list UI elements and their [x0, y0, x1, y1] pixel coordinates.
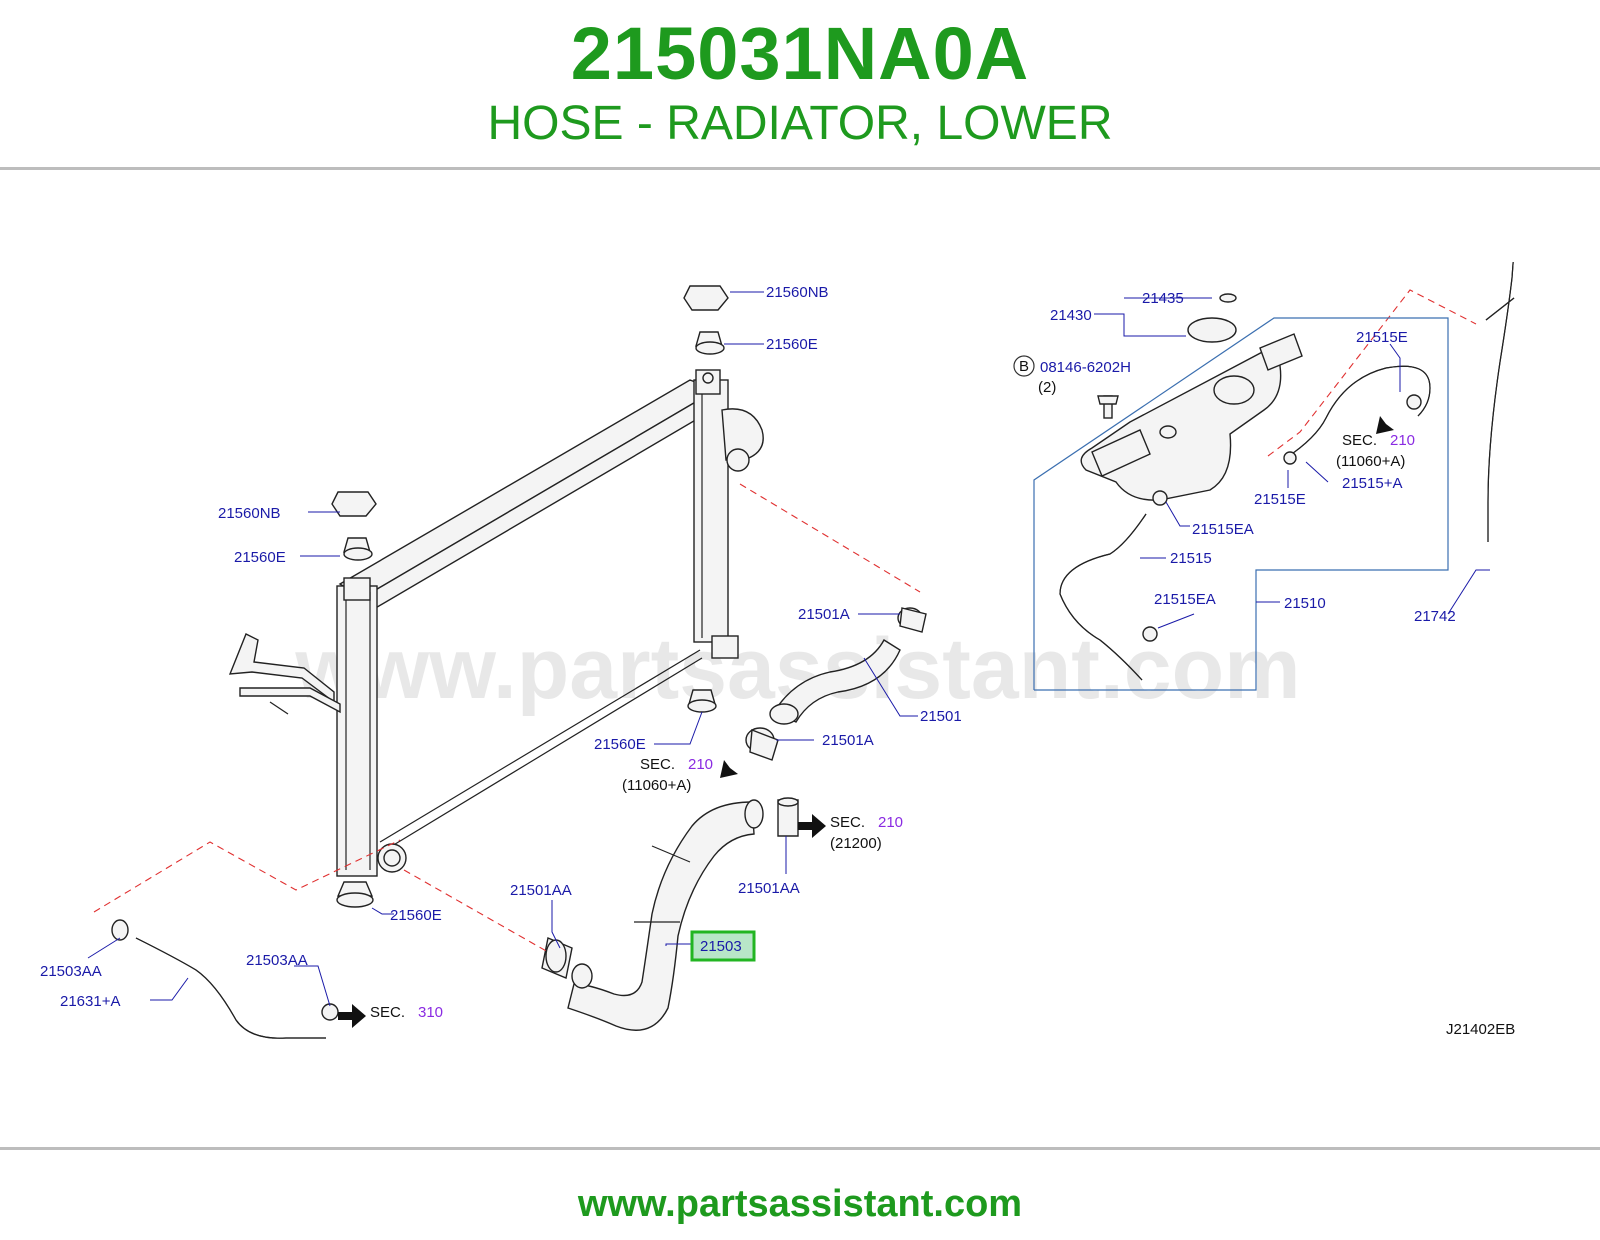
reservoir-group-box — [1033, 317, 1449, 691]
section-references: SEC. 210 (11060+A) SEC. 210 (21200) SEC.… — [370, 432, 1415, 1021]
bolt-badge-circle — [1013, 355, 1035, 377]
label-21503aa-mid: 21503AA — [246, 952, 308, 969]
sec-bottom-label: SEC. — [370, 1004, 405, 1021]
upper-hose-21501 — [745, 607, 927, 761]
sec-mid-label: SEC. — [640, 756, 675, 773]
mount-pieces — [331, 285, 729, 908]
label-21560e-top: 21560E — [766, 336, 818, 353]
label-21560e-left: 21560E — [234, 549, 286, 566]
label-21560e-bottom: 21560E — [390, 907, 442, 924]
sec-right-number: 210 — [878, 814, 903, 831]
label-21515ea-top: 21515EA — [1192, 521, 1254, 538]
lower-hose-21503 — [541, 797, 799, 1031]
label-21501aa-left: 21501AA — [510, 882, 572, 899]
label-21501: 21501 — [920, 708, 962, 725]
page-header: 215031NA0A HOSE - RADIATOR, LOWER — [0, 0, 1600, 168]
sec-mid-ref: (11060+A) — [622, 777, 691, 794]
reservoir-tank-assembly — [1059, 262, 1515, 681]
part-labels: 21560NB 21560E 21560NB 21560E 21501A 215… — [40, 284, 1456, 1010]
label-21515ea-bottom: 21515EA — [1154, 591, 1216, 608]
label-08146-qty: (2) — [1038, 379, 1056, 396]
diagram-code: J21402EB — [1446, 1021, 1515, 1038]
label-21515: 21515 — [1170, 550, 1212, 567]
footer-divider — [0, 1147, 1600, 1150]
sec-tank-ref: (11060+A) — [1336, 453, 1405, 470]
label-21435: 21435 — [1142, 290, 1184, 307]
sec-tank-number: 210 — [1390, 432, 1415, 449]
label-21560nb-left: 21560NB — [218, 505, 281, 522]
label-08146-6202h: 08146-6202H — [1040, 359, 1131, 376]
radiator-assembly — [228, 369, 764, 877]
label-21515e-mid: 21515E — [1254, 491, 1306, 508]
label-21501a-top: 21501A — [798, 606, 850, 623]
label-21501aa-right: 21501AA — [738, 880, 800, 897]
label-21515a: 21515+A — [1342, 475, 1402, 492]
label-21742: 21742 — [1414, 608, 1456, 625]
section-arrows — [338, 410, 1400, 1028]
label-bolt-badge: B — [1019, 358, 1029, 375]
label-21631a: 21631+A — [60, 993, 120, 1010]
leader-lines — [87, 291, 1490, 1007]
sec-right-label: SEC. — [830, 814, 865, 831]
bypass-hose-21631 — [111, 919, 339, 1039]
sec-right-ref: (21200) — [830, 835, 882, 852]
parts-diagram: www.partsassistant.com — [40, 262, 1515, 1039]
label-21503: 21503 — [700, 938, 742, 955]
label-21560e-mid: 21560E — [594, 736, 646, 753]
sec-mid-number: 210 — [688, 756, 713, 773]
label-21560nb-top: 21560NB — [766, 284, 829, 301]
label-21510: 21510 — [1284, 595, 1326, 612]
label-21430: 21430 — [1050, 307, 1092, 324]
part-name-subtitle: HOSE - RADIATOR, LOWER — [487, 97, 1113, 150]
header-divider — [0, 167, 1600, 170]
label-21515e-top: 21515E — [1356, 329, 1408, 346]
footer-url[interactable]: www.partsassistant.com — [577, 1183, 1023, 1225]
sec-bottom-number: 310 — [418, 1004, 443, 1021]
sec-tank-label: SEC. — [1342, 432, 1377, 449]
label-21503aa-left: 21503AA — [40, 963, 102, 980]
highlight-21503-box — [690, 930, 756, 962]
part-number-title: 215031NA0A — [570, 12, 1030, 95]
label-21501a-mid: 21501A — [822, 732, 874, 749]
connection-dashes — [93, 289, 1477, 953]
